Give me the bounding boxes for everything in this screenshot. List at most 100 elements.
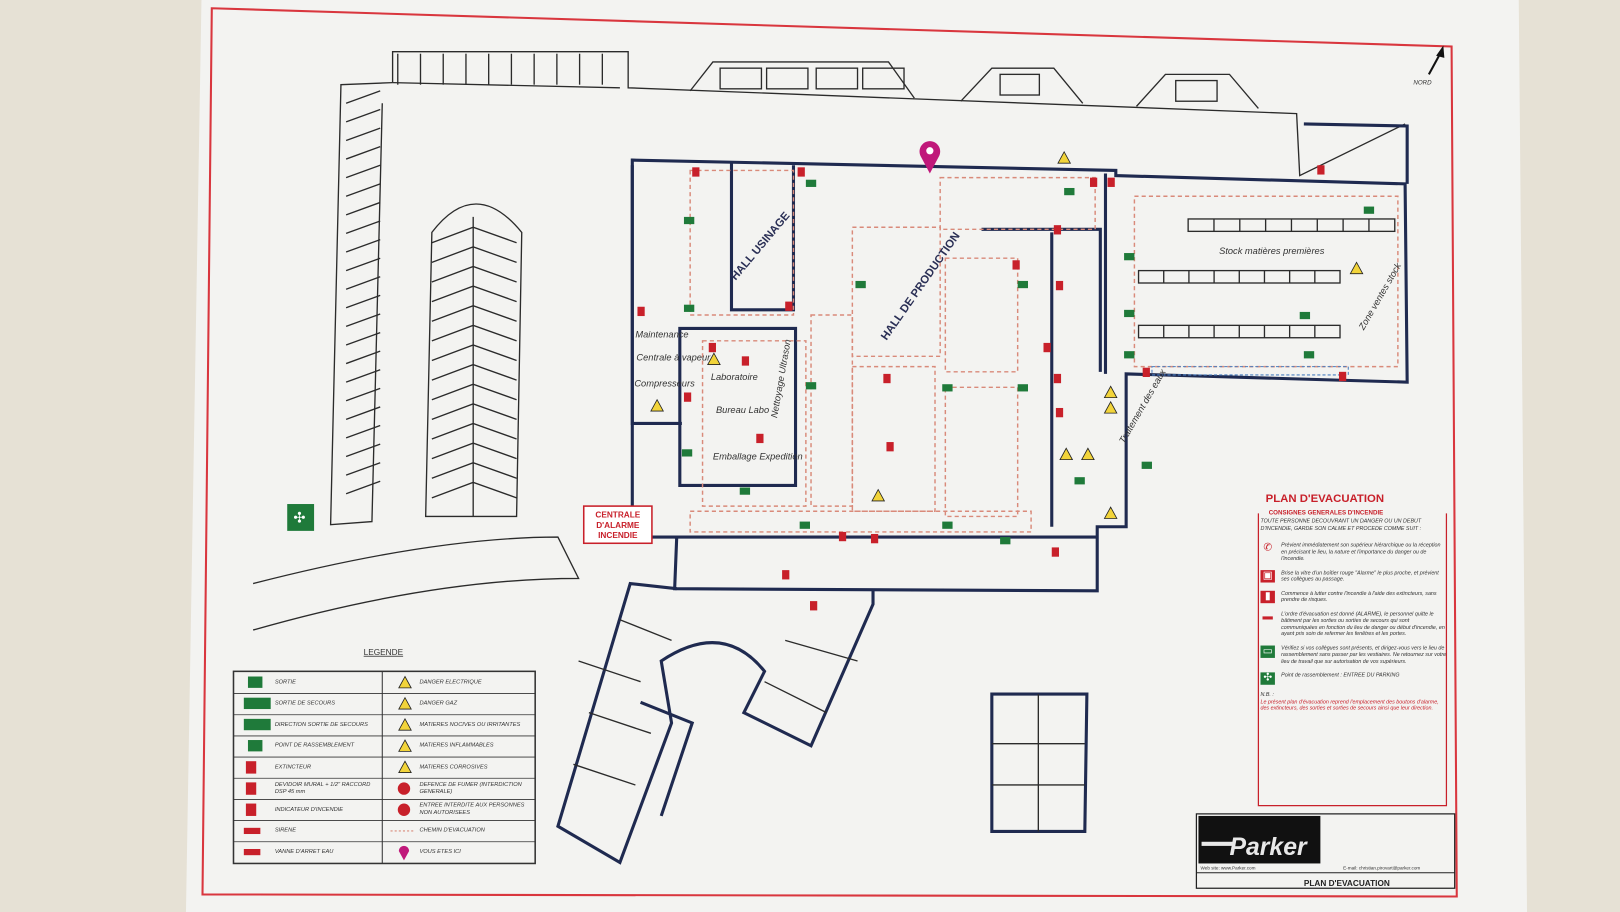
safety-markers <box>637 150 1375 611</box>
legend-row: EXTINCTEUR <box>233 756 383 774</box>
exit-sign-icon <box>805 179 817 187</box>
legend-row: DIRECTION SORTIE DE SECOURS <box>233 714 383 731</box>
extinguisher-icon <box>1043 342 1051 353</box>
extinguisher-icon <box>883 373 891 384</box>
legend-label: DIRECTION SORTIE DE SECOURS <box>274 721 368 728</box>
electric-danger-icon <box>398 675 412 689</box>
extinguisher-icon <box>1089 177 1098 187</box>
exit-sign-icon <box>1363 206 1375 214</box>
hazard-icon <box>1349 261 1364 275</box>
exit-sign-icon <box>855 280 866 289</box>
instructions-panel: PLAN D'EVACUATION CONSIGNES GENERALES D'… <box>1257 493 1448 807</box>
title-block: Parker Web site: www.Parker.com E-mail: … <box>1195 813 1456 889</box>
main-building <box>630 122 1409 593</box>
extinguisher-icon <box>1055 280 1064 291</box>
alarm-button-icon: ▣ <box>1260 569 1275 583</box>
instruction-step: ✣Point de rassemblement : ENTREE DU PARK… <box>1260 672 1446 685</box>
extinguisher-icon <box>810 601 818 611</box>
label-centrale: Centrale à vapeur <box>636 352 711 362</box>
hazard-icon <box>1103 385 1118 399</box>
legend-label: POINT DE RASSEMBLEMENT <box>274 742 355 750</box>
water-valve-icon <box>243 848 261 856</box>
fire-alarm-central-box: CENTRALE D'ALARME INCENDIE <box>582 505 653 545</box>
extinguisher-icon <box>1012 260 1020 270</box>
label-stock: Stock matières premières <box>1219 246 1325 256</box>
extinguisher-icon <box>1055 407 1064 418</box>
legend-label: EXTINCTEUR <box>274 763 312 771</box>
exit-direction-icon <box>243 718 271 731</box>
hazard-icon <box>1059 447 1074 461</box>
no-entry-icon <box>397 803 411 816</box>
exit-sign-icon <box>805 382 817 390</box>
legend-row: DANGER ELECTRIQUE <box>398 675 482 689</box>
alarm-box-line2: D'ALARME <box>596 521 640 530</box>
legend-row: SIRENE <box>233 820 383 835</box>
legend-row: INDICATEUR D'INCENDIE <box>233 799 383 816</box>
legend-row: CHEMIN D'EVACUATION <box>382 820 536 834</box>
legend-label: DANGER ELECTRIQUE <box>419 679 482 686</box>
extinguisher-icon <box>870 533 879 544</box>
title-block-title: PLAN D'EVACUATION <box>1304 879 1390 888</box>
exit-sign-icon <box>1124 253 1135 261</box>
storage-racks <box>1137 218 1396 376</box>
extinguisher-icon <box>692 167 700 177</box>
extinguisher-icon <box>637 306 645 317</box>
legend-row: VOUS ETES ICI <box>382 841 536 861</box>
extinguisher-icon <box>1051 547 1059 557</box>
legend-row: POINT DE RASSEMBLEMENT <box>233 735 383 752</box>
hazard-icon <box>1103 400 1118 414</box>
legend-row: MATIERES NOCIVES OU IRRITANTES <box>382 714 536 731</box>
hazard-icon <box>1081 447 1095 461</box>
parker-logo <box>1198 815 1321 864</box>
nb-text: Le présent plan d'évacuation reprend l'e… <box>1260 698 1439 712</box>
extinguisher-icon <box>785 301 793 311</box>
legend-label: VOUS ETES ICI <box>419 848 461 855</box>
instruction-text: L'ordre d'évacuation est donné (ALARME),… <box>1281 610 1445 638</box>
instructions-title: PLAN D'EVACUATION <box>1266 493 1384 505</box>
parking-loop <box>424 203 523 518</box>
gas-danger-icon <box>398 696 412 710</box>
exit-sign-icon <box>1017 280 1028 289</box>
extinguisher-icon <box>1053 373 1062 384</box>
parker-logo-text: Parker <box>1229 834 1308 861</box>
legend-label: MATIERES CORROSIVES <box>419 763 488 771</box>
extinguisher-icon: ▮ <box>1260 590 1275 603</box>
assembly-point-icon <box>247 740 263 752</box>
instruction-step: ▮Commence à lutter contre l'incendie à l… <box>1260 590 1446 603</box>
extinguisher-icon <box>1053 225 1062 235</box>
legend-row: ENTREE INTERDITE AUX PERSONNES NON AUTOR… <box>382 799 536 816</box>
emergency-exit-icon <box>243 697 271 710</box>
instructions-intro: TOUTE PERSONNE DECOUVRANT UN DANGER OU U… <box>1260 518 1422 532</box>
exit-sign-icon <box>1064 187 1075 196</box>
north-arrow: NORD <box>1413 45 1445 87</box>
legend-label: ENTREE INTERDITE AUX PERSONNES NON AUTOR… <box>419 802 525 816</box>
instruction-text: Vérifiez si vos collègues sont présents,… <box>1281 645 1447 665</box>
site-outline <box>252 50 1406 631</box>
legend-label: DANGER GAZ <box>419 700 458 707</box>
instruction-text: Prévient immédiatement son supérieur hié… <box>1281 542 1441 562</box>
corrosive-icon <box>398 760 412 773</box>
website: Web site: www.Parker.com <box>1201 866 1256 871</box>
exit-icon <box>247 676 263 688</box>
legend-row: DEFENCE DE FUMER (INTERDICTION GENERALE) <box>382 777 536 795</box>
exit-sign-icon <box>799 521 810 529</box>
red-frame <box>201 7 1458 898</box>
extinguisher-icon <box>1142 367 1150 377</box>
legend-label: CHEMIN D'EVACUATION <box>419 827 485 834</box>
extinguisher-icon <box>708 342 716 353</box>
no-smoking-icon <box>397 782 411 795</box>
you-are-here-icon <box>919 141 941 174</box>
annex-building <box>990 692 1089 833</box>
instruction-step: ▭ Vérifiez si vos collègues sont présents… <box>1260 645 1446 665</box>
extinguisher-icon <box>756 433 764 444</box>
exit-sign-icon <box>1124 309 1135 318</box>
legend-row: MATIERES INFLAMMABLES <box>382 735 536 752</box>
exit-sign-icon <box>1299 311 1311 320</box>
instruction-text: Point de rassemblement : ENTREE DU PARKI… <box>1281 672 1400 679</box>
instructions-subtitle: CONSIGNES GENERALES D'INCENDIE <box>1269 509 1384 516</box>
emergency-exit-icon: ▭ <box>1260 645 1275 658</box>
hazard-icon <box>871 488 886 502</box>
legend-row: SORTIE <box>247 676 296 688</box>
